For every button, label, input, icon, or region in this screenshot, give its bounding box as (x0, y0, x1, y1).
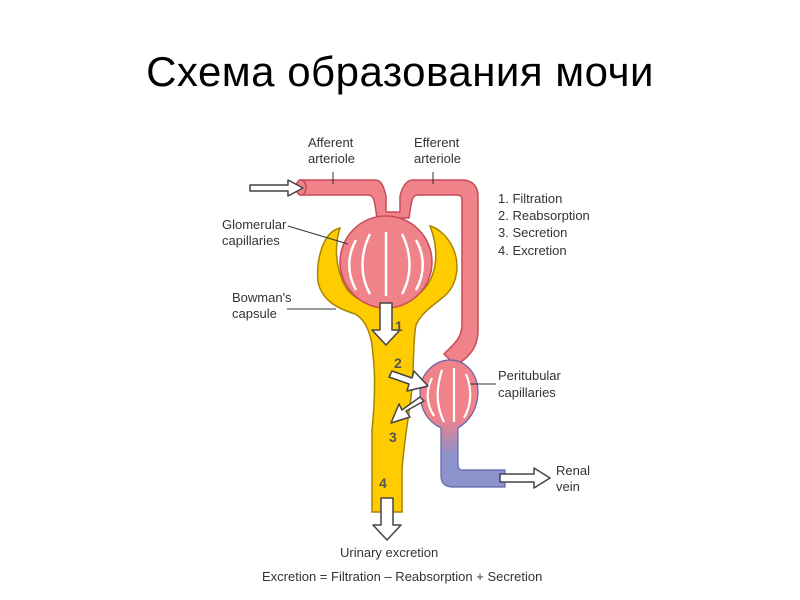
label-efferent-1: Efferent (414, 135, 460, 150)
process-item-3: 3. Secretion (498, 225, 567, 240)
step-number-2: 2 (394, 355, 402, 371)
label-efferent-2: arteriole (414, 151, 461, 166)
process-item-4: 4. Excretion (498, 243, 567, 258)
glomerular-loops (348, 232, 424, 296)
step-number-1: 1 (395, 318, 403, 334)
label-glomerular-2: capillaries (222, 233, 280, 248)
label-peritubular-2: capillaries (498, 385, 556, 400)
arrow-reabsorption (388, 370, 429, 392)
process-item-2: 2. Reabsorption (498, 208, 590, 223)
arrow-renal-vein (499, 467, 551, 489)
label-peritubular-1: Peritubular (498, 368, 562, 383)
label-afferent-1: Afferent (308, 135, 354, 150)
arrow-filtration (371, 302, 401, 346)
label-renal-1: Renal (556, 463, 590, 478)
leader-lines (287, 172, 496, 385)
peritubular-vessel (419, 359, 506, 488)
step-number-4: 4 (379, 475, 387, 491)
arrow-excretion (372, 497, 402, 541)
label-glomerular-1: Glomerular (222, 217, 287, 232)
process-item-1: 1. Filtration (498, 191, 562, 206)
label-bowmans-1: Bowman's (232, 290, 292, 305)
label-bowmans-2: capsule (232, 306, 277, 321)
arrow-inflow (249, 179, 304, 197)
equation: Excretion = Filtration – Reabsorption + … (262, 569, 542, 584)
slide-title: Схема образования мочи (146, 48, 654, 95)
label-urinary-excretion: Urinary excretion (340, 545, 438, 560)
peritubular-loops (426, 368, 472, 423)
step-number-3: 3 (389, 429, 397, 445)
label-renal-2: vein (556, 479, 580, 494)
arrow-secretion (390, 396, 425, 424)
label-afferent-2: arteriole (308, 151, 355, 166)
